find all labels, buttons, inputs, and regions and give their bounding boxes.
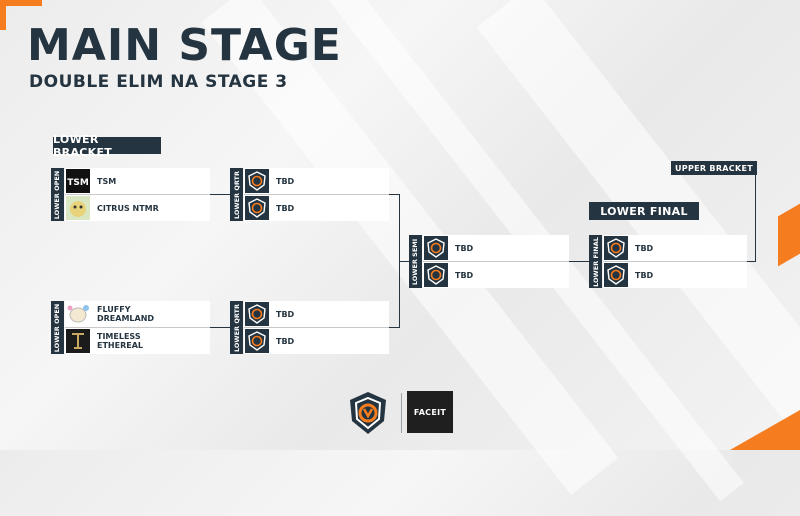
round-label: LOWER QRTR <box>230 168 243 221</box>
team-name: TBD <box>635 243 654 253</box>
orange-corner-accent <box>778 203 800 267</box>
match-lower-final: LOWER FINAL TBD TBD <box>589 235 747 288</box>
timeless-ethereal-logo-icon <box>66 329 90 353</box>
overwatch-contenders-logo-icon <box>245 169 269 193</box>
connector-line <box>747 261 755 262</box>
overwatch-contenders-logo-icon <box>604 236 628 260</box>
page-subtitle: DOUBLE ELIM NA STAGE 3 <box>29 72 288 92</box>
overwatch-contenders-logo-icon <box>604 263 628 287</box>
connector-line <box>755 175 756 262</box>
fluffy-dreamland-logo-icon <box>66 302 90 326</box>
svg-text:TSM: TSM <box>67 178 89 188</box>
team-name: TBD <box>276 176 295 186</box>
connector-line <box>210 194 230 195</box>
team-name: TBD <box>276 309 295 319</box>
team-name: FLUFFY DREAMLAND <box>97 305 155 323</box>
match-lower-open-2: LOWER OPEN FLUFFY DREAMLAND TIMELESS ETH… <box>51 301 210 354</box>
match-lower-qrtr-1: LOWER QRTR TBD TBD <box>230 168 389 221</box>
citrus-ntmr-logo-icon <box>66 196 90 220</box>
faceit-logo-text: FACEIT <box>413 407 447 417</box>
round-label: LOWER OPEN <box>51 168 64 221</box>
team-slot[interactable]: TBD <box>423 262 569 288</box>
team-slot[interactable]: CITRUS NTMR <box>65 195 210 221</box>
team-slot[interactable]: TBD <box>244 195 389 221</box>
orange-corner-accent <box>0 0 42 6</box>
connector-line <box>210 327 230 328</box>
team-name: TBD <box>276 203 295 213</box>
orange-corner-accent <box>0 0 6 30</box>
faceit-logo-icon: FACEIT <box>407 391 453 433</box>
connector-line <box>399 261 409 262</box>
team-slot[interactable]: FLUFFY DREAMLAND <box>65 301 210 328</box>
orange-corner-accent <box>730 410 800 450</box>
connector-line <box>389 327 399 328</box>
round-label: LOWER QRTR <box>230 301 243 354</box>
team-name: TSM <box>97 176 117 186</box>
overwatch-contenders-logo-icon <box>245 196 269 220</box>
match-lower-semi: LOWER SEMI TBD TBD <box>409 235 569 288</box>
lower-final-label: LOWER FINAL <box>589 202 699 220</box>
team-name: TBD <box>635 270 654 280</box>
overwatch-contenders-logo-icon <box>245 329 269 353</box>
team-name: CITRUS NTMR <box>97 203 159 213</box>
team-slot[interactable]: TBD <box>603 262 747 288</box>
team-name: TBD <box>276 336 295 346</box>
page-title: MAIN STAGE <box>27 20 342 71</box>
team-name: TIMELESS ETHEREAL <box>97 332 143 350</box>
team-slot[interactable]: TBD <box>244 328 389 354</box>
lower-bracket-label: LOWER BRACKET <box>53 133 161 159</box>
round-label: LOWER FINAL <box>589 235 602 288</box>
team-name: TBD <box>455 243 474 253</box>
team-slot[interactable]: TBD <box>423 235 569 262</box>
overwatch-contenders-logo-icon <box>424 236 448 260</box>
connector-line <box>389 194 399 195</box>
team-slot[interactable]: TIMELESS ETHEREAL <box>65 328 210 354</box>
round-label: LOWER OPEN <box>51 301 64 354</box>
match-lower-qrtr-2: LOWER QRTR TBD TBD <box>230 301 389 354</box>
team-slot[interactable]: TBD <box>603 235 747 262</box>
team-name: TBD <box>455 270 474 280</box>
footer-divider <box>401 393 402 433</box>
upper-bracket-label: UPPER BRACKET <box>671 161 757 175</box>
match-lower-open-1: LOWER OPEN TSM TSM CITRUS NTMR <box>51 168 210 221</box>
overwatch-contenders-logo-icon <box>344 389 392 437</box>
team-slot[interactable]: TBD <box>244 301 389 328</box>
overwatch-contenders-logo-icon <box>245 302 269 326</box>
connector-line <box>569 261 589 262</box>
team-slot[interactable]: TSM TSM <box>65 168 210 195</box>
round-label: LOWER SEMI <box>409 235 422 288</box>
team-slot[interactable]: TBD <box>244 168 389 195</box>
tsm-logo-icon: TSM <box>66 169 90 193</box>
overwatch-contenders-logo-icon <box>424 263 448 287</box>
